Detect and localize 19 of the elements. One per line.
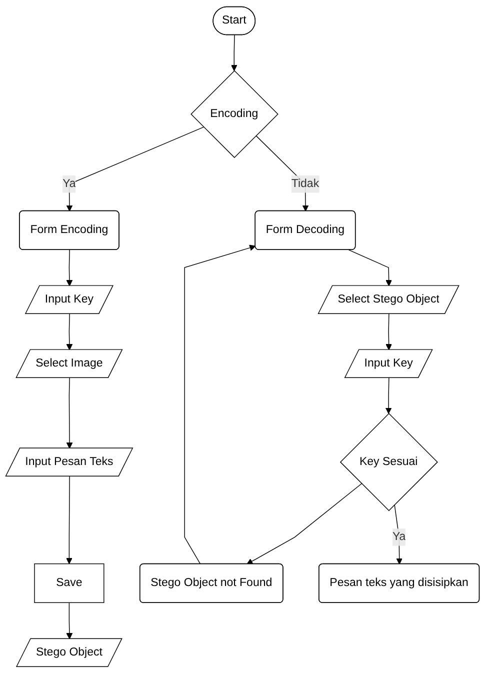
arrow	[348, 249, 392, 286]
arrow	[230, 34, 238, 71]
arrow	[66, 313, 73, 350]
edge-label: Ya	[392, 530, 406, 543]
arrow	[66, 126, 204, 212]
arrow	[394, 504, 403, 564]
node-diamond: Key Sesuai	[340, 412, 438, 511]
node-box: Save	[34, 563, 104, 603]
node-diamond: Encoding	[190, 70, 278, 158]
arrow	[66, 476, 72, 564]
arrow	[66, 602, 73, 640]
arrow	[66, 377, 73, 448]
edge-label: Ya	[62, 178, 76, 190]
arrow	[184, 244, 256, 564]
arrow	[385, 377, 392, 414]
arrow	[66, 249, 73, 286]
arrow	[246, 483, 362, 564]
edge-label: Tidak	[291, 178, 320, 190]
arrow	[386, 313, 392, 350]
